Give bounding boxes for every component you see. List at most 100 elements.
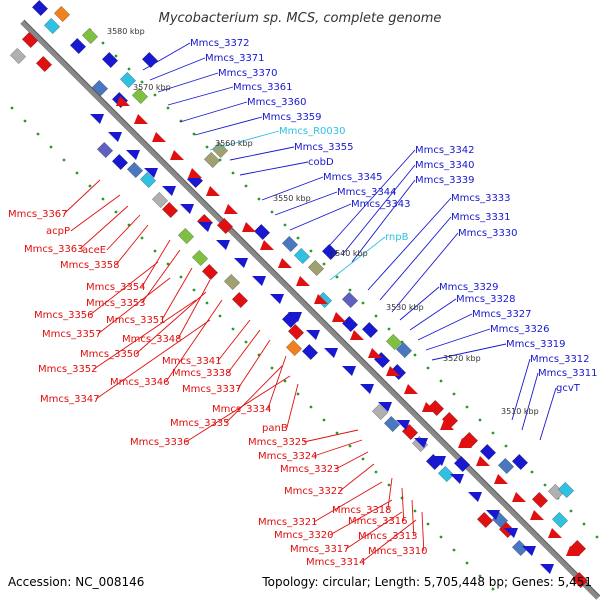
gene-features (10, 0, 588, 588)
gene-feature (142, 52, 158, 68)
kbp-label: 3510 kbp (501, 407, 539, 416)
gene-label-mmcs_3358: Mmcs_3358 (60, 260, 120, 271)
gene-feature (32, 0, 48, 16)
gene-labels: Mmcs_3372Mmcs_3371Mmcs_3370Mmcs_3361Mmcs… (8, 38, 598, 568)
gene-feature (480, 444, 496, 460)
leader-line (511, 358, 531, 421)
gene-arrow (260, 240, 274, 250)
tick-dot (348, 288, 352, 292)
gene-label-mmcs_3317: Mmcs_3317 (290, 544, 350, 555)
gene-arrow (288, 312, 302, 322)
gene-feature (384, 416, 400, 432)
tick-dot (465, 405, 469, 409)
gene-label-mmcs_3333: Mmcs_3333 (451, 193, 511, 204)
tick-dot (166, 106, 170, 110)
gene-feature (558, 482, 574, 498)
tick-dot (153, 249, 157, 253)
gene-feature (552, 512, 568, 528)
tick-dot (530, 470, 534, 474)
gene-label-mmcs_3355: Mmcs_3355 (294, 142, 354, 153)
tick-dot (296, 392, 300, 396)
gene-feature (282, 236, 298, 252)
gene-arrow (422, 402, 436, 412)
gene-label-rnpb: rnpB (385, 232, 409, 243)
gene-label-mmcs_3329: Mmcs_3329 (439, 282, 499, 293)
gene-label-mmcs_3335: Mmcs_3335 (170, 418, 230, 429)
gene-label-mmcs_3320: Mmcs_3320 (274, 530, 334, 541)
tick-dot (374, 314, 378, 318)
gene-label-mmcs_3327: Mmcs_3327 (472, 309, 532, 320)
leader-line (225, 365, 283, 424)
leader-line (539, 387, 557, 441)
gene-feature (308, 260, 324, 276)
gene-arrow (216, 240, 230, 250)
leader-line (97, 277, 171, 335)
gene-arrow (522, 546, 536, 556)
gene-label-mmcs_3336: Mmcs_3336 (130, 437, 190, 448)
tick-dot (283, 379, 287, 383)
tick-dot (270, 210, 274, 214)
gene-arrow (180, 204, 194, 214)
leader-line (341, 164, 416, 256)
gene-label-mmcs_3350: Mmcs_3350 (80, 349, 140, 360)
gene-label-mmcs_3330: Mmcs_3330 (458, 228, 518, 239)
leader-line (401, 487, 405, 522)
tick-dot (62, 158, 66, 162)
tick-dot (75, 171, 79, 175)
tick-dot (140, 236, 144, 240)
kbp-label: 3580 kbp (107, 27, 145, 36)
gene-arrow (296, 276, 310, 286)
tick-dot (244, 340, 248, 344)
gene-feature (342, 292, 358, 308)
tick-dot (491, 431, 495, 435)
gene-arrow (90, 114, 104, 124)
tick-dot (335, 431, 339, 435)
tick-dot (426, 522, 430, 526)
tick-dot (595, 535, 599, 539)
gene-label-mmcs_3371: Mmcs_3371 (205, 53, 265, 64)
kbp-label: 3520 kbp (443, 354, 481, 363)
gene-arrow (476, 456, 490, 466)
leader-line (79, 205, 129, 250)
gene-arrow (188, 168, 202, 178)
tick-dot (283, 223, 287, 227)
leader-line (431, 343, 507, 361)
gene-label-mmcs_3344: Mmcs_3344 (337, 187, 397, 198)
gene-feature (294, 248, 310, 264)
gene-arrow (134, 114, 148, 124)
leader-line (165, 299, 223, 383)
gene-arrow (270, 294, 284, 304)
gene-feature (120, 72, 136, 88)
gene-arrow (116, 96, 130, 106)
tick-dot (205, 301, 209, 305)
gene-feature (92, 80, 108, 96)
leader-line (274, 191, 338, 216)
tick-dot (361, 301, 365, 305)
gene-label-mmcs_r0030: Mmcs_R0030 (279, 126, 345, 137)
gene-arrow (242, 222, 256, 232)
leader-line (95, 319, 211, 400)
gene-feature (386, 334, 402, 350)
leader-line (391, 232, 459, 313)
gene-arrow (450, 474, 464, 484)
gene-feature (286, 340, 302, 356)
gene-arrow (494, 474, 508, 484)
leader-line (367, 197, 452, 291)
gene-arrow (540, 564, 554, 574)
gene-arrow (512, 492, 526, 502)
leader-line (329, 149, 416, 246)
kbp-label: 3550 kbp (273, 194, 311, 203)
leader-line (135, 291, 207, 355)
gene-label-cobd: cobD (308, 157, 334, 168)
gene-label-mmcs_3343: Mmcs_3343 (351, 199, 411, 210)
gene-label-mmcs_3318: Mmcs_3318 (332, 505, 392, 516)
tick-dot (205, 145, 209, 149)
tick-dot (179, 275, 183, 279)
tick-dot (114, 54, 118, 58)
tick-dot (36, 132, 40, 136)
gene-feature (127, 162, 143, 178)
gene-label-mmcs_3338: Mmcs_3338 (172, 368, 232, 379)
gene-label-mmcs_3324: Mmcs_3324 (258, 451, 318, 462)
tick-dot (296, 236, 300, 240)
leader-line (161, 267, 193, 321)
